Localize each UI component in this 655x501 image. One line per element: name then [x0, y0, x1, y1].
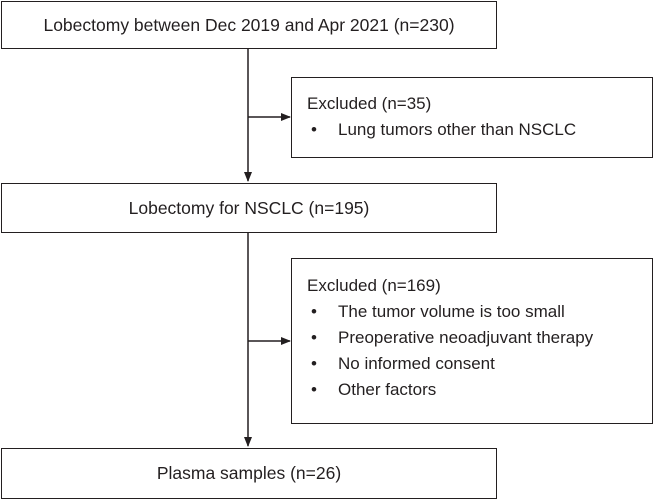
step-label: Plasma samples (n=26): [156, 463, 342, 483]
exclusion-box-other-reasons: Excluded (n=169) The tumor volume is too…: [291, 258, 653, 424]
exclusion-title: Excluded (n=35): [307, 94, 432, 113]
exclusion-reason: No informed consent: [307, 351, 652, 377]
exclusion-reason: Preoperative neoadjuvant therapy: [307, 325, 652, 351]
exclusion-reason: The tumor volume is too small: [307, 299, 652, 325]
step-label: Lobectomy between Dec 2019 and Apr 2021 …: [43, 14, 455, 35]
step-box-plasma-samples: Plasma samples (n=26): [1, 448, 497, 499]
exclusion-reason-list: Lung tumors other than NSCLC: [307, 117, 652, 143]
exclusion-reason-list: The tumor volume is too small Preoperati…: [307, 299, 652, 403]
step-label: Lobectomy for NSCLC (n=195): [128, 197, 370, 218]
exclusion-reason: Lung tumors other than NSCLC: [307, 117, 652, 143]
exclusion-box-non-nsclc: Excluded (n=35) Lung tumors other than N…: [291, 77, 653, 158]
step-box-lobectomy-total: Lobectomy between Dec 2019 and Apr 2021 …: [1, 1, 497, 49]
exclusion-title: Excluded (n=169): [307, 276, 441, 295]
exclusion-reason: Other factors: [307, 377, 652, 403]
step-box-lobectomy-nsclc: Lobectomy for NSCLC (n=195): [1, 183, 497, 233]
